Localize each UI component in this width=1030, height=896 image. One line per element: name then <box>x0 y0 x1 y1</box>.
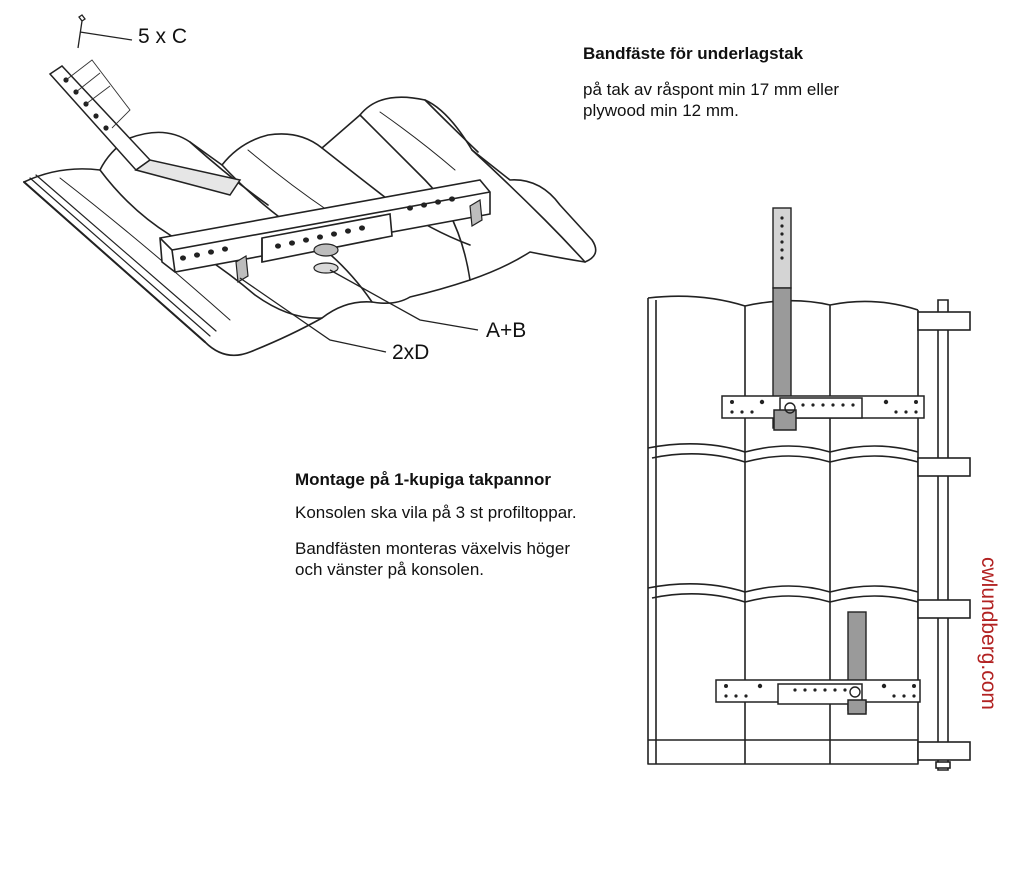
screw-icon <box>77 14 86 49</box>
section2-line-3: och vänster på konsolen. <box>295 560 485 579</box>
leader-d <box>239 277 387 353</box>
brand-watermark: cwlundberg.com <box>977 557 1000 710</box>
isometric-roof-diagram <box>23 14 597 357</box>
section1-title: Bandfäste för underlagstak <box>583 44 804 63</box>
section2-line-1: Konsolen ska vila på 3 st profiltoppar. <box>295 503 577 522</box>
section2-title: Montage på 1-kupiga takpannor <box>295 470 551 489</box>
clamp-ab <box>313 243 339 257</box>
label-ab: A+B <box>486 319 527 342</box>
leader-ab <box>329 269 479 331</box>
section2-line-2: Bandfästen monteras växelvis höger <box>295 539 570 558</box>
section1-line-2: plywood min 12 mm. <box>583 101 739 120</box>
clamp-d-right <box>469 198 483 228</box>
brand-text: cwlundberg.com <box>977 557 1000 710</box>
label-screw: 5 x C <box>138 25 188 48</box>
upper-strap <box>772 207 792 289</box>
clamp-d-left <box>235 254 249 284</box>
section1-line-1: på tak av råspont min 17 mm eller <box>583 80 840 99</box>
label-d: 2xD <box>392 341 430 364</box>
